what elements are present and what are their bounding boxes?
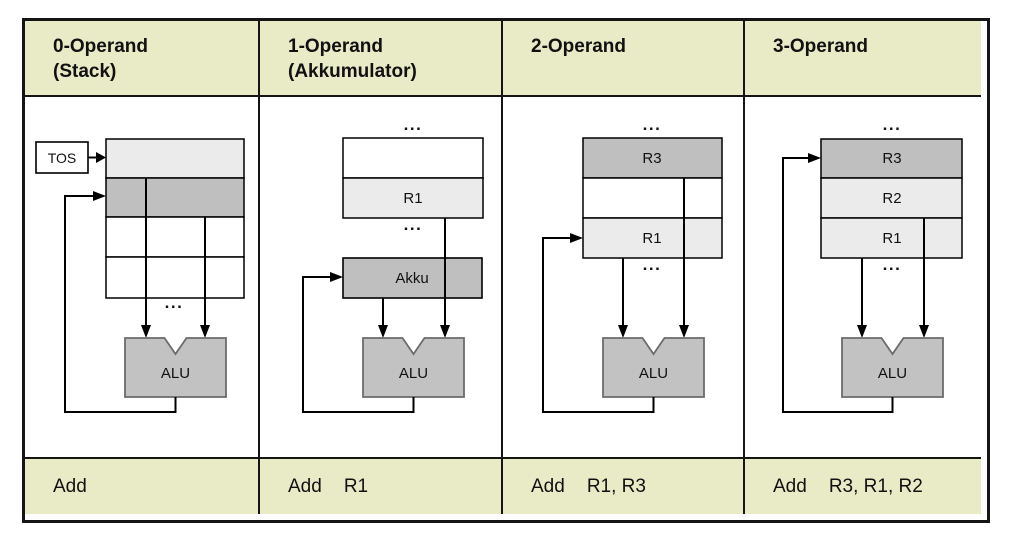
instruction-3-operand: Add R3, R1, R2	[745, 457, 981, 514]
register-cell-r3	[820, 138, 963, 179]
instruction-mnemonic: Add	[288, 475, 322, 497]
instruction-1-operand: Add R1	[260, 457, 503, 514]
down-arrow-icon	[857, 325, 867, 338]
accumulator-machine-figure: ... R1 ... Akku ALU	[302, 115, 484, 413]
register-label-r2: R2	[882, 190, 901, 207]
diagram-accumulator-machine: ... R1 ... Akku ALU	[260, 97, 503, 457]
down-arrow-icon	[141, 325, 151, 338]
operand-architecture-table: 0-Operand (Stack) 1-Operand (Akkumulator…	[22, 18, 990, 523]
alu-shape	[362, 337, 465, 398]
tos-box	[35, 141, 89, 174]
down-arrow-icon	[618, 325, 628, 338]
header-line2: (Stack)	[53, 61, 117, 82]
down-arrow-icon	[440, 325, 450, 338]
register-cell-empty	[342, 137, 484, 179]
register-label-r3: R3	[642, 150, 661, 167]
registers-ellipsis-mid: ...	[404, 215, 423, 234]
writeback-arrow-icon	[93, 191, 106, 201]
alu-shape	[124, 337, 227, 398]
writeback-arrow-icon	[808, 153, 821, 163]
alu-label: ALU	[161, 365, 190, 382]
akku-box	[342, 257, 483, 299]
writeback-wire	[302, 276, 415, 413]
registers-ellipsis-top: ...	[643, 115, 662, 134]
akku-label: Akku	[395, 270, 428, 287]
registers-ellipsis-top: ...	[404, 115, 423, 134]
writeback-arrow-icon	[570, 233, 583, 243]
writeback-arrow-icon	[330, 272, 343, 282]
writeback-wire	[64, 195, 177, 413]
register-label-r1: R1	[403, 190, 422, 207]
alu-label: ALU	[399, 365, 428, 382]
tos-label: TOS	[48, 150, 77, 166]
header-line1: 3-Operand	[773, 36, 869, 57]
register-cell-r1	[342, 177, 484, 219]
stack-cell-empty-2	[105, 256, 245, 299]
instruction-operands: R1, R3	[586, 475, 646, 497]
register-cell-r1	[582, 217, 723, 259]
registers-ellipsis-mid: ...	[643, 255, 662, 274]
stack-cell-second	[105, 177, 245, 218]
header-line1: 0-Operand	[53, 36, 149, 57]
header-line1: 1-Operand	[288, 36, 384, 57]
down-arrow-icon	[679, 325, 689, 338]
instruction-operands: R3, R1, R2	[828, 475, 923, 497]
alu-shape	[602, 337, 705, 398]
header-line1: 2-Operand	[531, 36, 627, 57]
writeback-wire	[782, 157, 894, 413]
down-arrow-icon	[200, 325, 210, 338]
instruction-mnemonic: Add	[531, 475, 565, 497]
alu-shape	[841, 337, 944, 398]
register-label-r1: R1	[642, 230, 661, 247]
register-label-r1: R1	[882, 230, 901, 247]
header-2-operand: 2-Operand	[503, 21, 745, 97]
register-cell-r2	[820, 177, 963, 219]
register-cell-empty	[582, 177, 723, 219]
stack-cell-empty-1	[105, 216, 245, 258]
instruction-2-operand: Add R1, R3	[503, 457, 745, 514]
instruction-mnemonic: Add	[53, 475, 87, 497]
tos-arrow-icon	[96, 152, 106, 163]
diagram-two-operand-machine: ... R3 R1 ... ALU	[503, 97, 745, 457]
writeback-wire	[542, 237, 655, 413]
stack-cell-tos	[105, 138, 245, 179]
diagram-three-operand-machine: ... R3 R2 R1 ... ALU	[745, 97, 981, 457]
stack-ellipsis: ...	[165, 293, 184, 312]
down-arrow-icon	[378, 325, 388, 338]
header-0-operand: 0-Operand (Stack)	[25, 21, 260, 97]
three-operand-figure: ... R3 R2 R1 ... ALU	[782, 115, 963, 413]
header-3-operand: 3-Operand	[745, 21, 981, 97]
register-cell-r1	[820, 217, 963, 259]
header-line2: (Akkumulator)	[288, 61, 417, 82]
header-1-operand: 1-Operand (Akkumulator)	[260, 21, 503, 97]
register-cell-r3	[582, 137, 723, 179]
alu-label: ALU	[639, 365, 668, 382]
instruction-mnemonic: Add	[773, 475, 807, 497]
register-label-r3: R3	[882, 150, 901, 167]
stack-machine-figure: TOS ... ALU	[35, 138, 245, 413]
instruction-0-operand: Add	[25, 457, 260, 514]
two-operand-figure: ... R3 R1 ... ALU	[542, 115, 723, 413]
down-arrow-icon	[919, 325, 929, 338]
alu-label: ALU	[878, 365, 907, 382]
diagram-stack-machine: TOS ... ALU	[25, 97, 260, 457]
registers-ellipsis-mid: ...	[883, 255, 902, 274]
registers-ellipsis-top: ...	[883, 115, 902, 134]
instruction-operands: R1	[343, 475, 369, 497]
